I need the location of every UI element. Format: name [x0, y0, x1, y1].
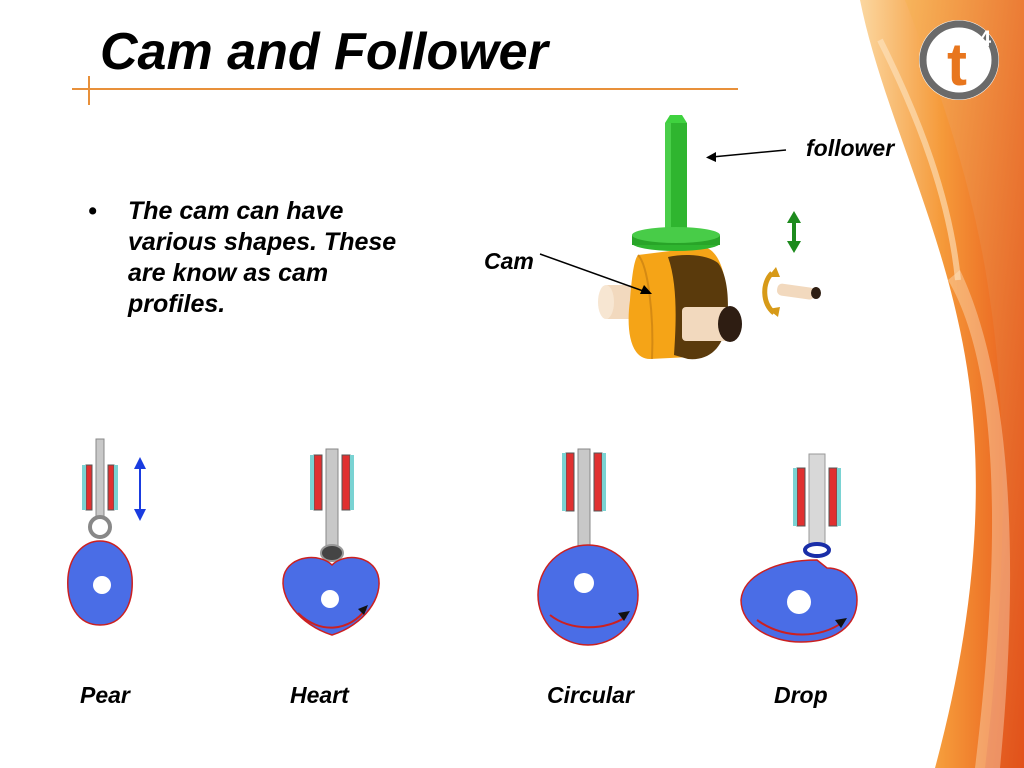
cam-label: Cam	[484, 248, 534, 274]
profile-label-heart: Heart	[290, 682, 349, 708]
vertical-motion-arrow-icon	[787, 211, 801, 253]
profile-label-pear: Pear	[80, 682, 130, 708]
circular-cam-profile	[537, 448, 639, 646]
follower-3d	[632, 115, 720, 251]
profile-label-circular: Circular	[547, 682, 634, 708]
follower-pointer	[711, 149, 787, 158]
cam-pointer	[539, 253, 647, 293]
cam-follower-illustration	[598, 115, 821, 360]
logo-letter: t	[947, 31, 967, 98]
logo-superscript: 4	[979, 26, 992, 51]
heart-cam-profile	[282, 448, 380, 636]
drop-cam-profile	[740, 453, 858, 643]
bullet-symbol: •	[88, 197, 97, 225]
pear-cam-profile	[67, 438, 146, 626]
rotation-indicator-icon	[762, 267, 821, 317]
t4-logo: t 4	[919, 20, 999, 100]
label-pointer-lines	[539, 149, 787, 294]
follower-label: follower	[806, 135, 895, 161]
title-underline	[72, 76, 738, 105]
slide-title: Cam and Follower	[100, 23, 548, 81]
cam-shaft-front	[682, 306, 742, 342]
bullet-text: The cam can have various shapes. These a…	[128, 197, 397, 318]
profile-label-drop: Drop	[774, 682, 828, 708]
blue-motion-arrow-icon	[134, 457, 146, 521]
